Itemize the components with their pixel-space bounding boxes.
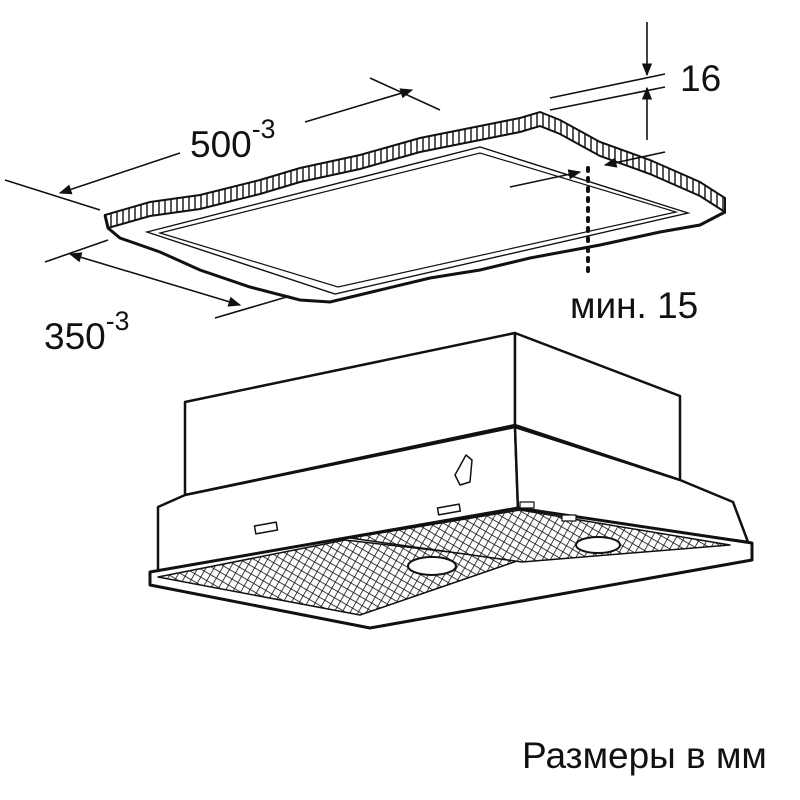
- units-note: Размеры в мм: [522, 735, 767, 776]
- light-window-icon: [436, 503, 462, 516]
- width-dimension-label: 500-3: [190, 114, 276, 166]
- grease-filter-right: [349, 509, 731, 563]
- thickness-dimension-label: 16: [680, 58, 722, 99]
- hood-frame-side: [513, 425, 750, 544]
- hood-unit: [148, 331, 754, 630]
- ceiling-panel: [103, 110, 726, 304]
- depth-dimension-label: 350-3: [44, 306, 130, 358]
- panel-outline: [103, 210, 726, 304]
- cutout-outer: [144, 146, 691, 295]
- filter-handle-icon: [407, 556, 457, 576]
- min-clearance-label: мин. 15: [570, 285, 699, 326]
- cutout-inner: [157, 152, 679, 288]
- light-window-icon: [561, 514, 577, 522]
- light-window-icon: [253, 521, 279, 535]
- mounting-clip-icon: [454, 454, 473, 486]
- light-window-icon: [519, 501, 535, 509]
- filter-handle-icon: [575, 536, 621, 554]
- dimension-lines: [4, 22, 666, 319]
